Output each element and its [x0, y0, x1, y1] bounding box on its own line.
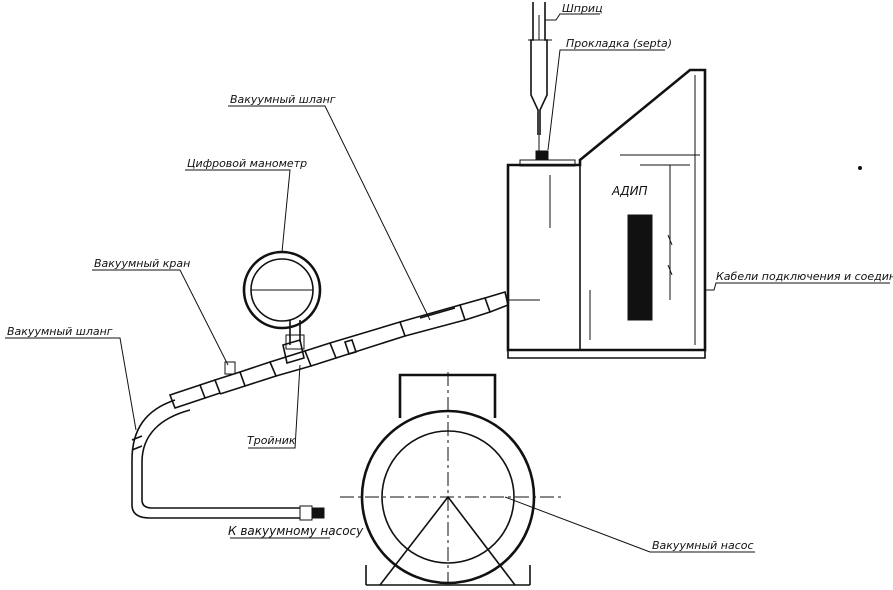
to-pump-label: К вакуумному насосу — [228, 524, 364, 538]
septum-label: Прокладка (septa) — [566, 37, 672, 50]
device-display — [627, 214, 653, 321]
vacuum-pump-icon — [340, 372, 565, 586]
vacuum-hose-top-callout: Вакуумный шланг — [228, 93, 431, 321]
device-label: АДИП — [611, 184, 648, 198]
vacuum-valve-callout: Вакуумный кран — [92, 257, 229, 366]
syringe-label: Шприц — [562, 2, 603, 15]
septum-callout: Прокладка (septa) — [547, 37, 672, 151]
vacuum-hose-top-label: Вакуумный шланг — [230, 93, 336, 106]
cable-callout: Кабели подключения и соединения — [705, 270, 893, 291]
vacuum-valve-label: Вакуумный кран — [94, 257, 190, 270]
tee-callout: Тройник — [247, 364, 301, 449]
to-pump-callout: К вакуумному насосу — [228, 524, 364, 539]
digital-gauge-callout: Цифровой манометр — [185, 157, 307, 253]
device-unit: АДИП — [506, 68, 707, 359]
tee-label: Тройник — [247, 434, 296, 447]
vacuum-pump-label: Вакуумный насос — [652, 539, 754, 552]
hose-assembly — [131, 290, 509, 521]
syringe-callout: Шприц — [545, 2, 603, 21]
vacuum-hose-left-callout: Вакуумный шланг — [5, 325, 137, 431]
digital-gauge-icon — [242, 250, 322, 330]
vacuum-pump-callout: Вакуумный насос — [504, 496, 755, 553]
vacuum-hose-left-label: Вакуумный шланг — [7, 325, 113, 338]
cable-label: Кабели подключения и соединения — [716, 270, 893, 283]
digital-gauge-label: Цифровой манометр — [187, 157, 307, 170]
syringe-icon — [528, 2, 552, 155]
